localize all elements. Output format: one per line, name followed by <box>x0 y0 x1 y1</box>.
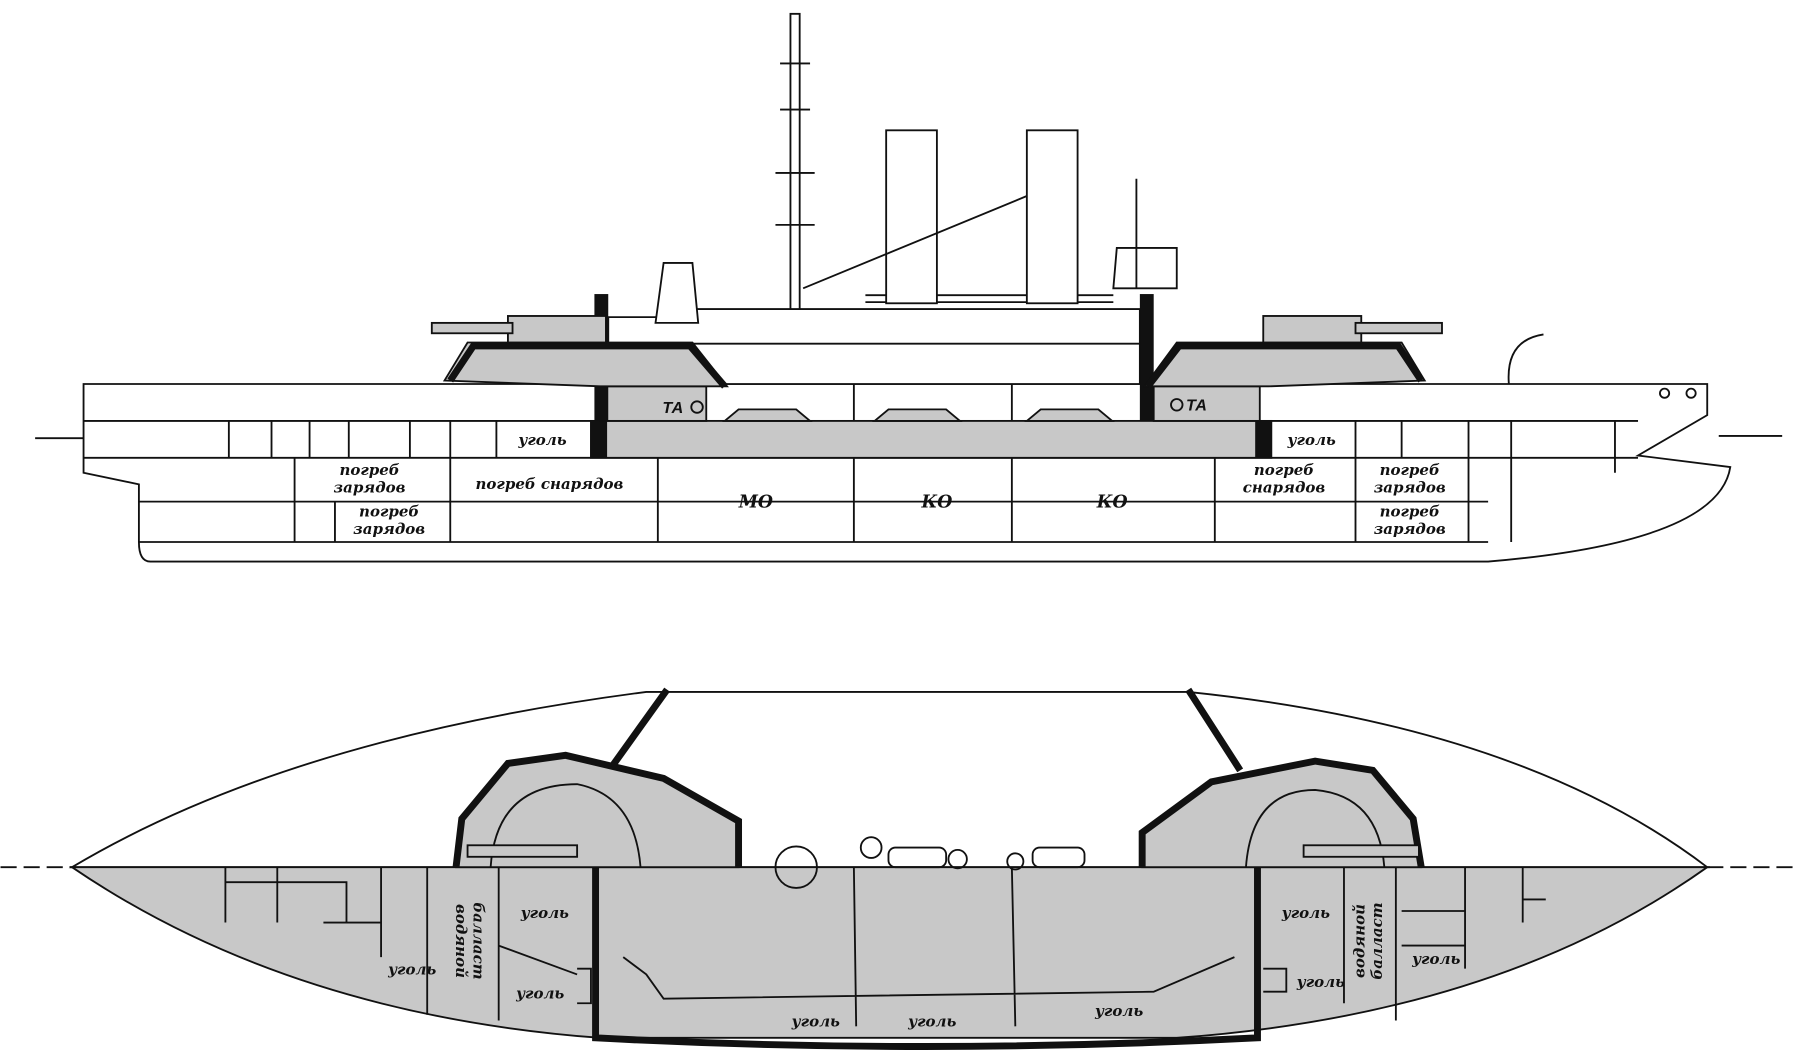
label-coal: уголь <box>515 985 564 1003</box>
label-shell-magazine-aft: погреб снарядов <box>476 475 624 493</box>
label-torpedo-tube-fwd: ТА <box>1186 397 1207 415</box>
label-water-ballast-aft: водяной <box>452 904 470 978</box>
label-engine-room: МО <box>738 492 773 512</box>
mast <box>789 12 801 310</box>
label-shell-magazine-fwd: погреб <box>1254 461 1314 479</box>
label-charge-magazine: зарядов <box>1374 520 1446 538</box>
label-coal: уголь <box>1296 973 1345 991</box>
label-charge-magazine: зарядов <box>1374 478 1446 496</box>
citadel-armor <box>592 867 1261 1050</box>
gun-housing-fwd <box>1262 315 1363 344</box>
label-torpedo-tube-aft: ТА <box>662 399 683 417</box>
gun-plan-aft <box>466 844 579 858</box>
barbette-aft <box>599 385 708 422</box>
hull-profile <box>82 383 1732 563</box>
profile-view: ТА ТА уголь уголь погреб зарядов погреб … <box>35 12 1783 563</box>
gun-barrel-fwd <box>1354 321 1443 335</box>
deck-plan <box>68 690 1710 869</box>
label-charge-magazine: погреб <box>359 503 419 521</box>
label-coal: уголь <box>1411 950 1460 968</box>
label-water-ballast-aft: балласт <box>469 902 487 979</box>
label-coal: уголь <box>791 1012 840 1030</box>
fwd-bridge <box>1112 247 1178 290</box>
bulkheads <box>227 384 1616 542</box>
funnel-aft <box>885 129 938 305</box>
waterline <box>35 434 1783 440</box>
label-coal: уголь <box>1094 1002 1143 1020</box>
armor-belt <box>590 419 1273 459</box>
plan-view: водяной балласт водяной балласт уголь уг… <box>0 687 1800 1050</box>
label-coal: уголь <box>387 960 436 978</box>
label-water-ballast-fwd: балласт <box>1368 902 1386 979</box>
label-shell-magazine-fwd: снарядов <box>1243 478 1326 496</box>
label-coal: уголь <box>907 1012 956 1030</box>
skylight <box>774 845 818 889</box>
label-coal: уголь <box>1281 904 1330 922</box>
gun-barrel-aft <box>430 321 514 335</box>
label-coal-aft: уголь <box>517 431 566 449</box>
hold-plan <box>69 866 1711 1039</box>
label-coal-fwd: уголь <box>1287 431 1336 449</box>
label-charge-magazine: погреб <box>1380 503 1440 521</box>
funnel-fwd <box>1025 129 1079 305</box>
gun-plan-fwd <box>1302 844 1420 858</box>
label-water-ballast-fwd: водяной <box>1351 904 1369 978</box>
hold-partitions <box>224 867 1546 1021</box>
label-coal: уголь <box>520 904 569 922</box>
label-charge-magazine: зарядов <box>334 478 406 496</box>
label-boiler-room: КО <box>1096 492 1128 512</box>
casemates <box>722 408 1115 422</box>
gun-housing-aft <box>506 315 607 344</box>
crane <box>1507 333 1544 385</box>
label-boiler-room: КО <box>921 492 953 512</box>
label-charge-magazine: зарядов <box>353 520 425 538</box>
label-charge-magazine: погреб <box>1380 461 1440 479</box>
aft-bridge <box>654 262 700 324</box>
label-charge-magazine: погреб <box>339 461 399 479</box>
